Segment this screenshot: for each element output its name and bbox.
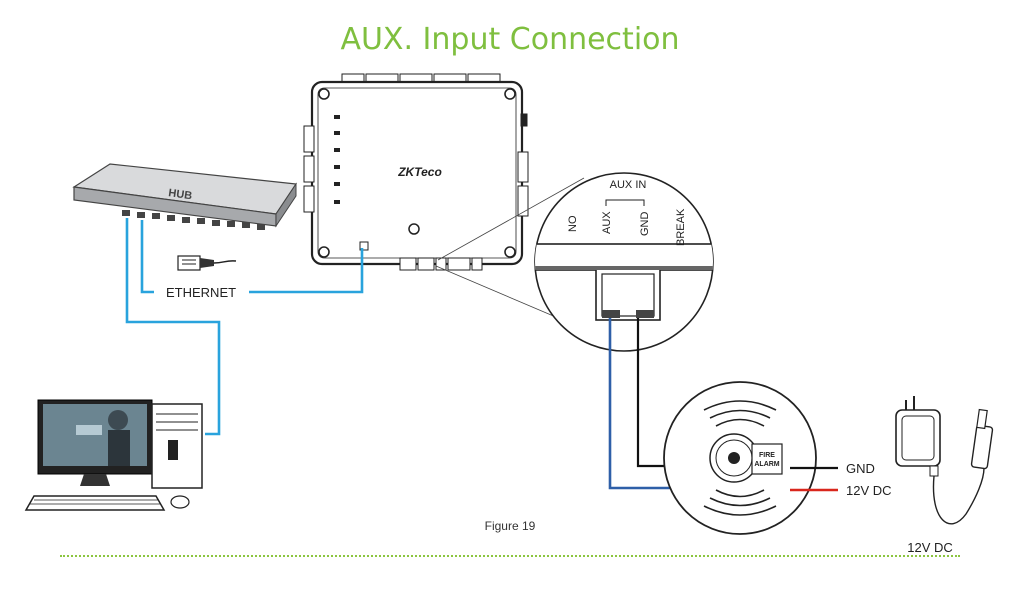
right-terminal-blocks bbox=[517, 113, 529, 217]
fire-alarm-label-2: ALARM bbox=[754, 461, 779, 468]
gnd-label: GND bbox=[846, 461, 875, 476]
controller-ethernet-port bbox=[359, 241, 369, 251]
brand-logo: ZKTeco bbox=[397, 165, 442, 179]
status-leds bbox=[334, 115, 340, 204]
left-terminal-blocks bbox=[303, 125, 315, 213]
dip-rotary-switch bbox=[408, 223, 420, 235]
fire-alarm-detector: FIRE ALARM bbox=[663, 381, 817, 535]
figure-caption: Figure 19 bbox=[484, 519, 536, 533]
rj45-plug-icon bbox=[177, 255, 237, 271]
hub-to-controller-cable bbox=[140, 220, 154, 294]
aux-wire bbox=[608, 318, 688, 490]
terminal-break: BREAK bbox=[675, 208, 687, 246]
hub-to-pc-cable bbox=[125, 218, 221, 436]
bottom-terminal-blocks bbox=[399, 257, 483, 271]
computer-tower bbox=[151, 403, 203, 489]
diagram-title: AUX. Input Connection bbox=[340, 22, 680, 57]
hub-label: HUB bbox=[168, 187, 193, 202]
adapter-label: 12V DC bbox=[907, 540, 953, 555]
hub-ports bbox=[122, 210, 265, 230]
zoom-callout: AUX IN NO AUX GND BREAK bbox=[435, 172, 714, 352]
dc-label: 12V DC bbox=[846, 483, 892, 498]
computer-monitor bbox=[37, 399, 153, 486]
mouse bbox=[170, 495, 190, 509]
power-adapter bbox=[895, 396, 994, 525]
terminal-aux: AUX bbox=[601, 211, 613, 234]
ethernet-label: ETHERNET bbox=[166, 285, 236, 300]
keyboard bbox=[24, 495, 166, 511]
ethernet-to-controller-cable bbox=[249, 248, 364, 294]
divider-line bbox=[60, 555, 960, 557]
aux-in-label: AUX IN bbox=[610, 179, 647, 191]
network-hub: HUB bbox=[72, 163, 298, 230]
access-controller-board: ZKTeco bbox=[303, 73, 529, 271]
fire-alarm-label-1: FIRE bbox=[759, 452, 775, 459]
terminal-no: NO bbox=[567, 215, 579, 232]
network-cables bbox=[125, 218, 364, 436]
terminal-gnd: GND bbox=[639, 212, 651, 237]
